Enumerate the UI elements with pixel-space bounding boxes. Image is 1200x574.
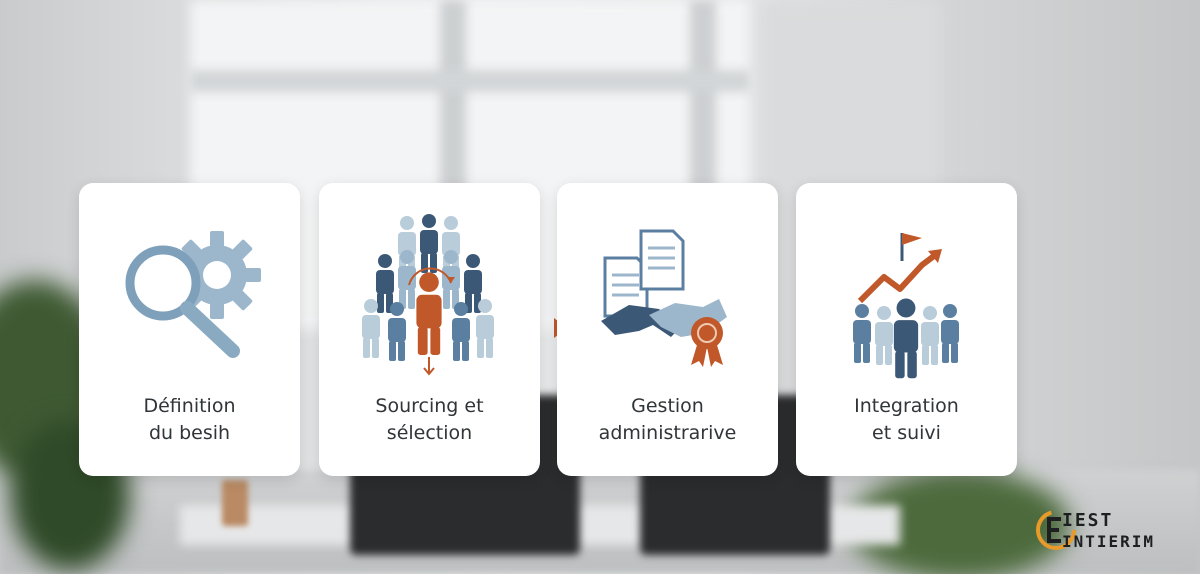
people-selection-icon: [362, 214, 494, 376]
documents-handshake-icon: [601, 229, 727, 367]
step-card-sourcing: Sourcing et sélection: [319, 183, 540, 476]
brand-logo: [1036, 510, 1076, 550]
step-label: Définition du besih: [143, 395, 236, 444]
logo-text-bottom: INTIERIM: [1062, 532, 1156, 551]
step-card-integration: Integration et suivi: [796, 183, 1017, 476]
magnifier-gear-icon: [125, 231, 261, 358]
step-label: Sourcing et sélection: [375, 395, 484, 444]
team-growth-icon: [853, 233, 959, 379]
step-label: Gestion administrarive: [598, 395, 737, 444]
step-card-administration: Gestion administrarive: [557, 183, 778, 476]
logo-text-top: IEST: [1062, 510, 1114, 531]
step-card-definition: Définition du besih: [79, 183, 300, 476]
step-label: Integration et suivi: [854, 395, 959, 444]
